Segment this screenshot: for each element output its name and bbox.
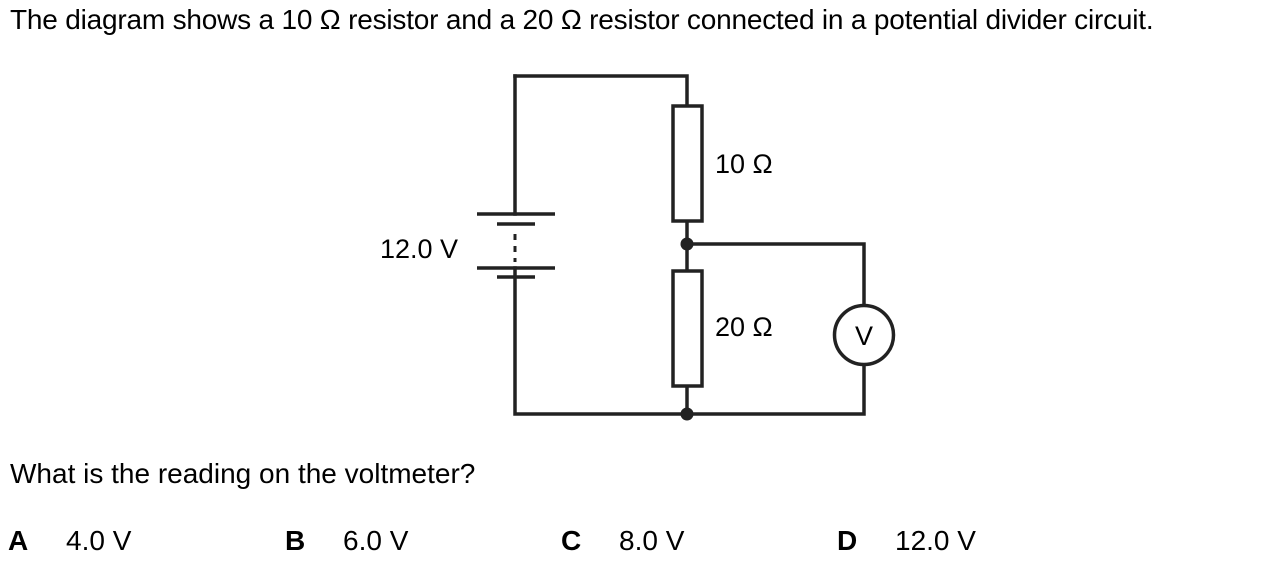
option-letter: B (285, 525, 306, 556)
junction-dot-middle (680, 237, 694, 251)
option-letter: D (837, 525, 858, 556)
battery-symbol (477, 212, 555, 279)
option-a[interactable]: A 4.0 V (8, 525, 131, 557)
resistor-20-ohm (671, 269, 704, 388)
option-letter: A (8, 525, 29, 556)
question-text: What is the reading on the voltmeter? (10, 458, 476, 489)
option-value: 8.0 V (619, 525, 685, 556)
resistor-10-ohm-label: 10 Ω (715, 149, 773, 179)
option-value: 6.0 V (343, 525, 409, 556)
option-letter: C (561, 525, 582, 556)
option-b[interactable]: B 6.0 V (285, 525, 408, 557)
option-value: 4.0 V (66, 525, 132, 556)
voltmeter-circle (832, 303, 896, 367)
battery-label: 12.0 V (380, 234, 458, 264)
wire-top (513, 74, 689, 108)
option-c[interactable]: C 8.0 V (561, 525, 684, 557)
wire-voltmeter-top (685, 242, 866, 308)
resistor-20-ohm-label: 20 Ω (715, 312, 773, 342)
resistor-10-ohm (671, 104, 704, 223)
intro-text: The diagram shows a 10 Ω resistor and a … (10, 4, 1154, 35)
junction-dot-bottom (680, 407, 694, 421)
voltmeter-label: V (855, 321, 873, 351)
option-d[interactable]: D 12.0 V (837, 525, 976, 557)
option-value: 12.0 V (895, 525, 976, 556)
